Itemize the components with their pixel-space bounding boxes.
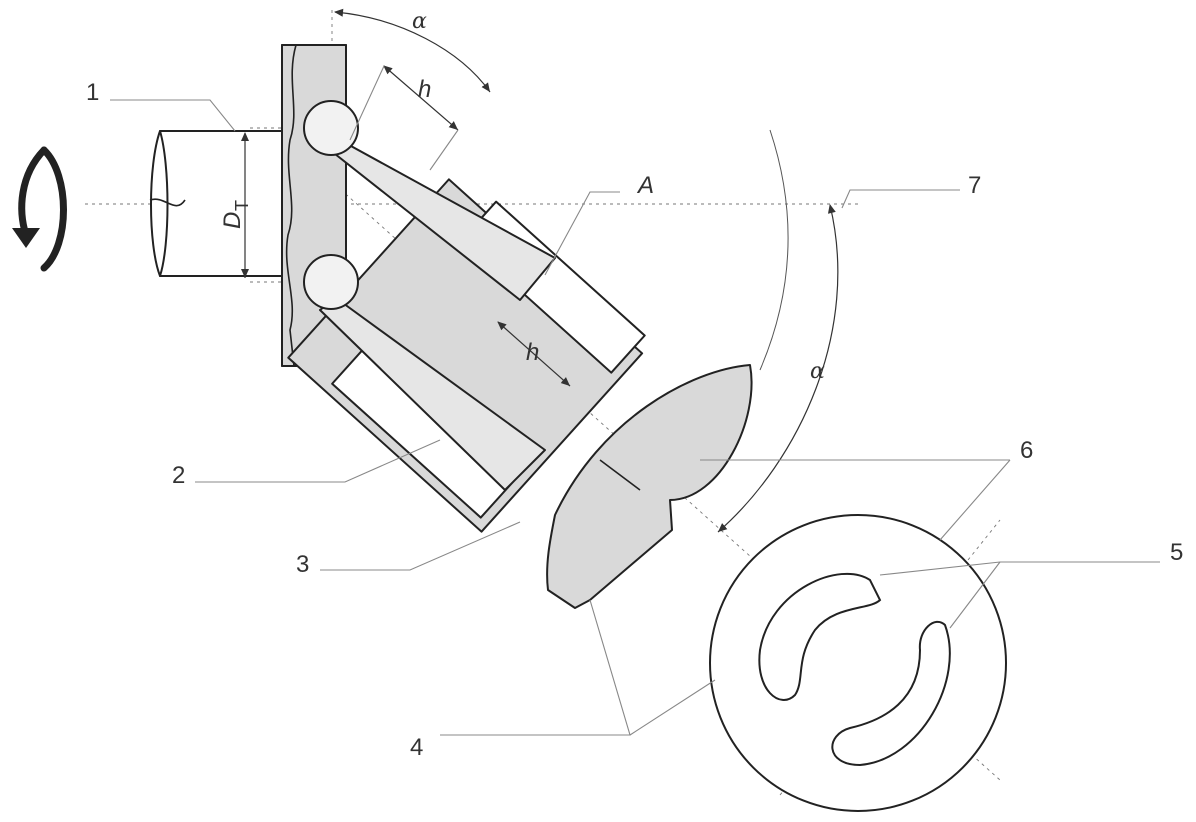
pitch-diameter-label: D T [219, 200, 252, 229]
pitch-diameter-main: D [219, 212, 246, 229]
stroke-h-middle: h [526, 339, 539, 366]
stroke-h-top: h [418, 76, 431, 103]
pitch-diameter-subscript: T [232, 200, 252, 211]
label-a: A [636, 172, 654, 199]
rotation-arrow-icon [12, 146, 67, 272]
port-plate-view [709, 514, 1007, 812]
label-2: 2 [172, 462, 185, 489]
label-1: 1 [86, 79, 99, 106]
angle-alpha-top: α [412, 9, 427, 34]
label-5: 5 [1170, 539, 1183, 566]
label-7: 7 [968, 172, 981, 199]
piston-rods [303, 100, 556, 491]
angle-alpha-right: α [810, 359, 825, 384]
label-4: 4 [410, 734, 423, 761]
label-3: 3 [296, 551, 309, 578]
label-6: 6 [1020, 437, 1033, 464]
leader-lines [110, 99, 1160, 736]
dimension-lines [241, 8, 839, 533]
